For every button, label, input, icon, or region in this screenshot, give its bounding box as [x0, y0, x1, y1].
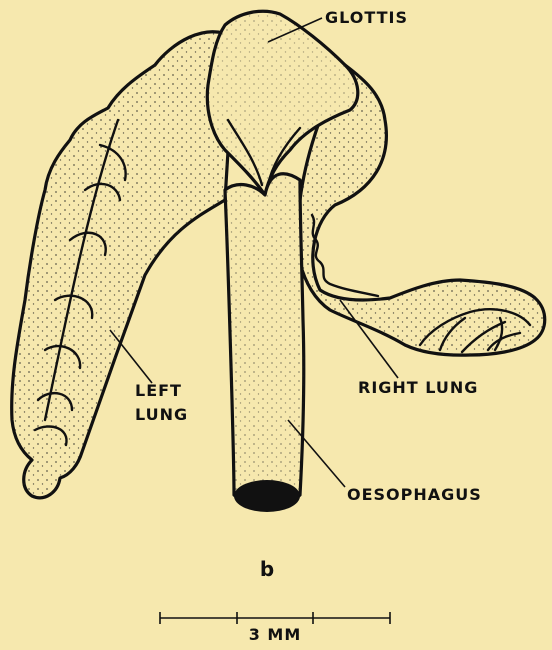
oesophagus: [225, 174, 304, 512]
left-lung-label-line1: LEFT: [135, 381, 182, 400]
oesophagus-label: OESOPHAGUS: [347, 485, 482, 504]
left-lung-label-line2: LUNG: [135, 405, 188, 424]
left-lung: [12, 32, 235, 498]
right-lung-label: RIGHT LUNG: [358, 378, 478, 397]
glottis-label: GLOTTIS: [325, 8, 408, 27]
scale-bar-label: 3 MM: [249, 625, 302, 644]
scale-bar: 3 MM: [160, 612, 390, 644]
panel-letter: b: [260, 557, 274, 581]
